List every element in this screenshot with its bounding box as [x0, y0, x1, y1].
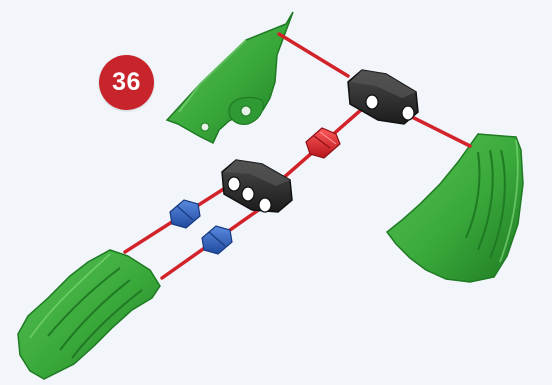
- green-wing-top: [167, 12, 293, 143]
- blue-pin: [170, 200, 200, 228]
- black-connector-top: [348, 70, 418, 124]
- green-wing-bottom-left: [18, 250, 160, 379]
- step-number: 36: [112, 68, 141, 97]
- blue-pin: [202, 226, 232, 254]
- green-wing-right: [387, 134, 523, 282]
- step-number-badge: 36: [99, 55, 154, 110]
- black-connector-middle: [222, 160, 292, 212]
